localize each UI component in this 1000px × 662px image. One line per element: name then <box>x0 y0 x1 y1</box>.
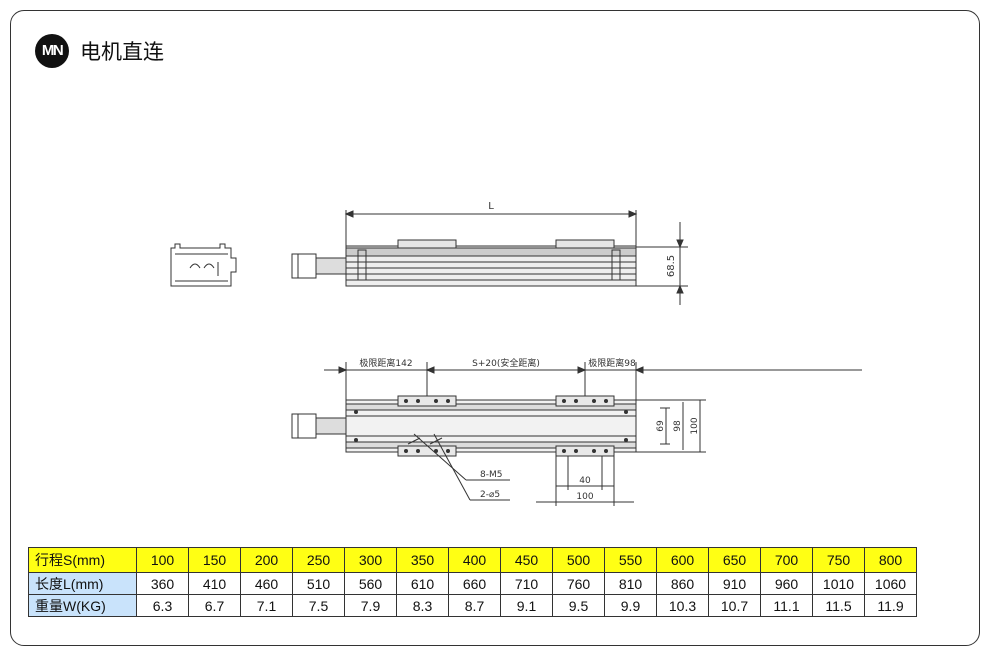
table-cell: 550 <box>604 547 657 573</box>
limit-right-label: 极限距离98 <box>588 357 636 369</box>
table-cell: 9.1 <box>500 594 553 617</box>
table-cell: 8.3 <box>396 594 449 617</box>
table-cell: 400 <box>448 547 501 573</box>
technical-drawing: L 68.5 <box>170 201 862 506</box>
table-cell: 1010 <box>812 572 865 595</box>
table-cell: 600 <box>656 547 709 573</box>
table-cell: 500 <box>552 547 605 573</box>
table-cell: 11.1 <box>760 594 813 617</box>
table-cell: 7.9 <box>344 594 397 617</box>
table-cell: 6.3 <box>136 594 189 617</box>
table-cell: 800 <box>864 547 917 573</box>
series-badge: MN <box>35 34 69 68</box>
table-cell: 560 <box>344 572 397 595</box>
table-cell: 8.7 <box>448 594 501 617</box>
table-cell: 9.9 <box>604 594 657 617</box>
table-cell: 11.9 <box>864 594 917 617</box>
table-cell: 6.7 <box>188 594 241 617</box>
table-cell: 610 <box>396 572 449 595</box>
table-cell: 410 <box>188 572 241 595</box>
row-label: 重量W(KG) <box>28 594 137 617</box>
table-cell: 960 <box>760 572 813 595</box>
dim-100-bottom-label: 100 <box>576 492 593 502</box>
thread-hole-label: 8-M5 <box>480 470 502 480</box>
row-label: 行程S(mm) <box>28 547 137 573</box>
table-cell: 860 <box>656 572 709 595</box>
table-cell: 360 <box>136 572 189 595</box>
end-view <box>170 243 237 287</box>
table-cell: 10.7 <box>708 594 761 617</box>
dim-98-label: 98 <box>673 420 683 432</box>
height-label: 68.5 <box>666 255 677 277</box>
table-cell: 300 <box>344 547 397 573</box>
table-cell: 250 <box>292 547 345 573</box>
dim-40-label: 40 <box>579 476 591 486</box>
row-label: 长度L(mm) <box>28 572 137 595</box>
table-cell: 7.1 <box>240 594 293 617</box>
page-frame <box>10 10 980 646</box>
table-cell: 810 <box>604 572 657 595</box>
table-cell: 460 <box>240 572 293 595</box>
table-cell: 1060 <box>864 572 917 595</box>
side-view <box>291 210 688 305</box>
table-cell: 700 <box>760 547 813 573</box>
safety-distance-label: S+20(安全距离) <box>472 357 540 369</box>
pin-hole-label: 2-⌀5 <box>480 490 500 500</box>
table-cell: 760 <box>552 572 605 595</box>
dim-69-label: 69 <box>656 420 666 432</box>
table-cell: 450 <box>500 547 553 573</box>
dim-100-side-label: 100 <box>690 417 700 434</box>
table-cell: 510 <box>292 572 345 595</box>
table-cell: 910 <box>708 572 761 595</box>
table-cell: 200 <box>240 547 293 573</box>
table-cell: 11.5 <box>812 594 865 617</box>
table-cell: 750 <box>812 547 865 573</box>
top-view <box>291 362 862 506</box>
table-cell: 660 <box>448 572 501 595</box>
length-label: L <box>488 201 494 212</box>
table-cell: 100 <box>136 547 189 573</box>
table-cell: 650 <box>708 547 761 573</box>
table-cell: 9.5 <box>552 594 605 617</box>
table-cell: 10.3 <box>656 594 709 617</box>
table-cell: 350 <box>396 547 449 573</box>
limit-left-label: 极限距离142 <box>359 357 412 369</box>
page-title: 电机直连 <box>80 40 164 64</box>
table-cell: 7.5 <box>292 594 345 617</box>
table-cell: 710 <box>500 572 553 595</box>
table-cell: 150 <box>188 547 241 573</box>
